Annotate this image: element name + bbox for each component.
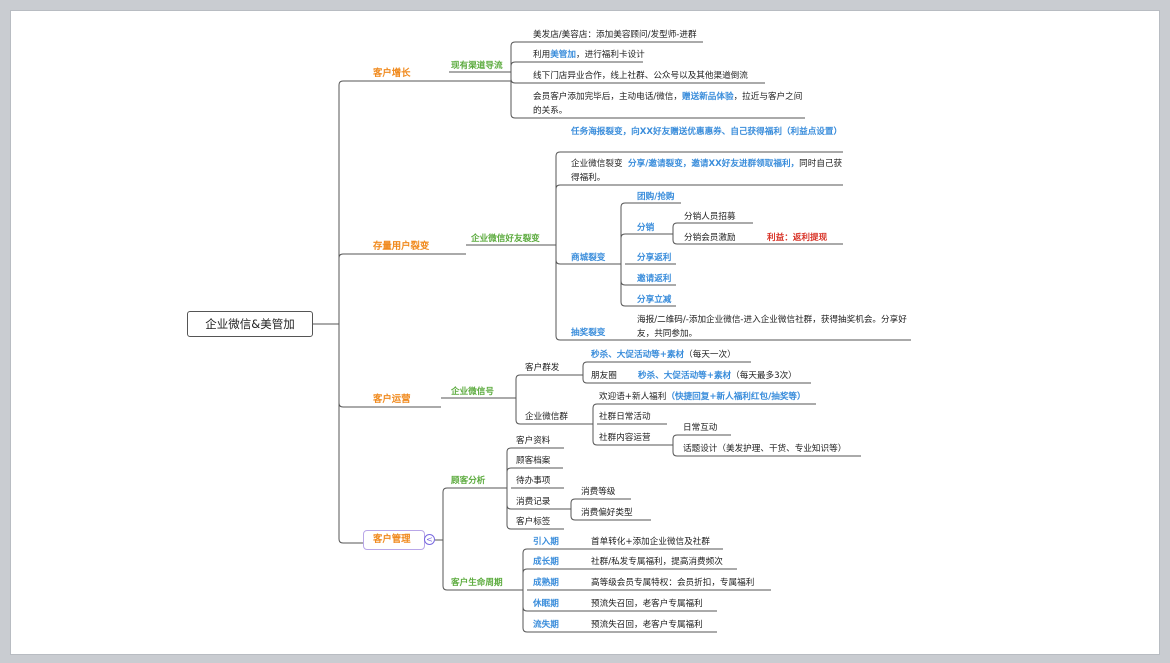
sub-customer-analysis[interactable]: 顾客分析 (451, 476, 486, 486)
stage-mature[interactable]: 成熟期 (533, 578, 559, 588)
dist-recruit[interactable]: 分销人员招募 (684, 212, 736, 222)
stage-dormant-desc[interactable]: 预流失召回，老客户专属福利 (591, 599, 703, 609)
welcome-message[interactable]: 欢迎语+新人福利（快捷回复+新人福利红包/抽奖等） (599, 392, 806, 402)
mindmap-canvas: 企业微信&美管加 客户增长 现有渠道导流 美发店/美容店：添加美容顾问/发型师-… (10, 10, 1160, 655)
stage-intro-desc[interactable]: 首单转化+添加企业微信及社群 (591, 537, 710, 547)
mall-item-group-buy[interactable]: 团购/抢购 (637, 192, 675, 202)
stage-lost-desc[interactable]: 预流失召回，老客户专属福利 (591, 620, 703, 630)
analysis-item-tags[interactable]: 客户标签 (516, 517, 551, 527)
branch-fission[interactable]: 存量用户裂变 (373, 241, 430, 252)
lottery-fission[interactable]: 抽奖裂变 (571, 328, 606, 338)
content-operation[interactable]: 社群内容运营 (599, 433, 651, 443)
analysis-item-consumption[interactable]: 消费记录 (516, 497, 551, 507)
branch-mgmt[interactable]: 客户管理 (373, 534, 411, 545)
growth-item-1[interactable]: 美发店/美容店：添加美容顾问/发型师-进群 (533, 30, 697, 40)
stage-lost[interactable]: 流失期 (533, 620, 559, 630)
mall-item-share-rebate[interactable]: 分享返利 (637, 253, 672, 263)
stage-growth-desc[interactable]: 社群/私发专属福利，提高消费频次 (591, 557, 723, 567)
daily-interaction[interactable]: 日常互动 (683, 423, 718, 433)
branch-growth[interactable]: 客户增长 (373, 68, 411, 79)
stage-intro[interactable]: 引入期 (533, 537, 559, 547)
growth-item-2[interactable]: 利用美管加，进行福利卡设计 (533, 50, 645, 60)
consume-level[interactable]: 消费等级 (581, 487, 616, 497)
mall-item-distribution[interactable]: 分销 (637, 223, 655, 233)
growth-item-4[interactable]: 会员客户添加完毕后，主动电话/微信，赠送新品体验，拉近与客户之间的关系。 (533, 92, 803, 116)
dist-incentive[interactable]: 分销会员激励 (684, 233, 736, 243)
root-node[interactable]: 企业微信&美管加 (187, 311, 313, 337)
lottery-desc[interactable]: 海报/二维码/-添加企业微信-进入企业微信社群，获得抽奖机会。分享好友，共同参加… (637, 315, 907, 339)
consume-preference[interactable]: 消费偏好类型 (581, 508, 633, 518)
branch-ops[interactable]: 客户运营 (373, 394, 411, 405)
stage-mature-desc[interactable]: 高等级会员专属特权：会员折扣，专属福利 (591, 578, 755, 588)
stage-dormant[interactable]: 休眠期 (533, 599, 559, 609)
topic-design[interactable]: 话题设计（美发护理、干货、专业知识等） (683, 444, 847, 454)
moments-content[interactable]: 秒杀、大促活动等+素材（每天最多3次） (638, 371, 797, 381)
mass-send-content[interactable]: 秒杀、大促活动等+素材（每天一次） (591, 350, 736, 360)
analysis-item-profile[interactable]: 客户资料 (516, 436, 551, 446)
sub-existing-channels[interactable]: 现有渠道导流 (451, 61, 503, 71)
sub-wechat-account[interactable]: 企业微信号 (451, 387, 494, 397)
wechat-group[interactable]: 企业微信群 (525, 412, 568, 422)
benefit-withdraw[interactable]: 利益：返利提现 (767, 233, 828, 243)
analysis-item-archive[interactable]: 顾客档案 (516, 456, 551, 466)
stage-growth[interactable]: 成长期 (533, 557, 559, 567)
growth-item-3[interactable]: 线下门店异业合作，线上社群、公众号以及其他渠道倒流 (533, 71, 748, 81)
connector-lines (313, 41, 911, 633)
mall-fission[interactable]: 商城裂变 (571, 253, 606, 263)
mall-item-share-discount[interactable]: 分享立减 (637, 295, 672, 305)
daily-activities[interactable]: 社群日常活动 (599, 412, 651, 422)
task-poster-fission[interactable]: 任务海报裂变，向XX好友赠送优惠惠券、自己获得福利（利益点设置） (571, 127, 843, 137)
sub-wechat-friend-fission[interactable]: 企业微信好友裂变 (471, 234, 540, 244)
mass-send[interactable]: 客户群发 (525, 363, 560, 373)
collapse-icon[interactable]: < (424, 534, 435, 545)
wechat-fission[interactable]: 企业微信裂变 分享/邀请裂变，邀请XX好友进群领取福利，同时自己获得福利。 (571, 159, 843, 183)
sub-lifecycle[interactable]: 客户生命周期 (451, 578, 503, 588)
mall-item-invite-rebate[interactable]: 邀请返利 (637, 274, 672, 284)
moments[interactable]: 朋友圈 (591, 371, 617, 381)
analysis-item-todo[interactable]: 待办事项 (516, 476, 551, 486)
